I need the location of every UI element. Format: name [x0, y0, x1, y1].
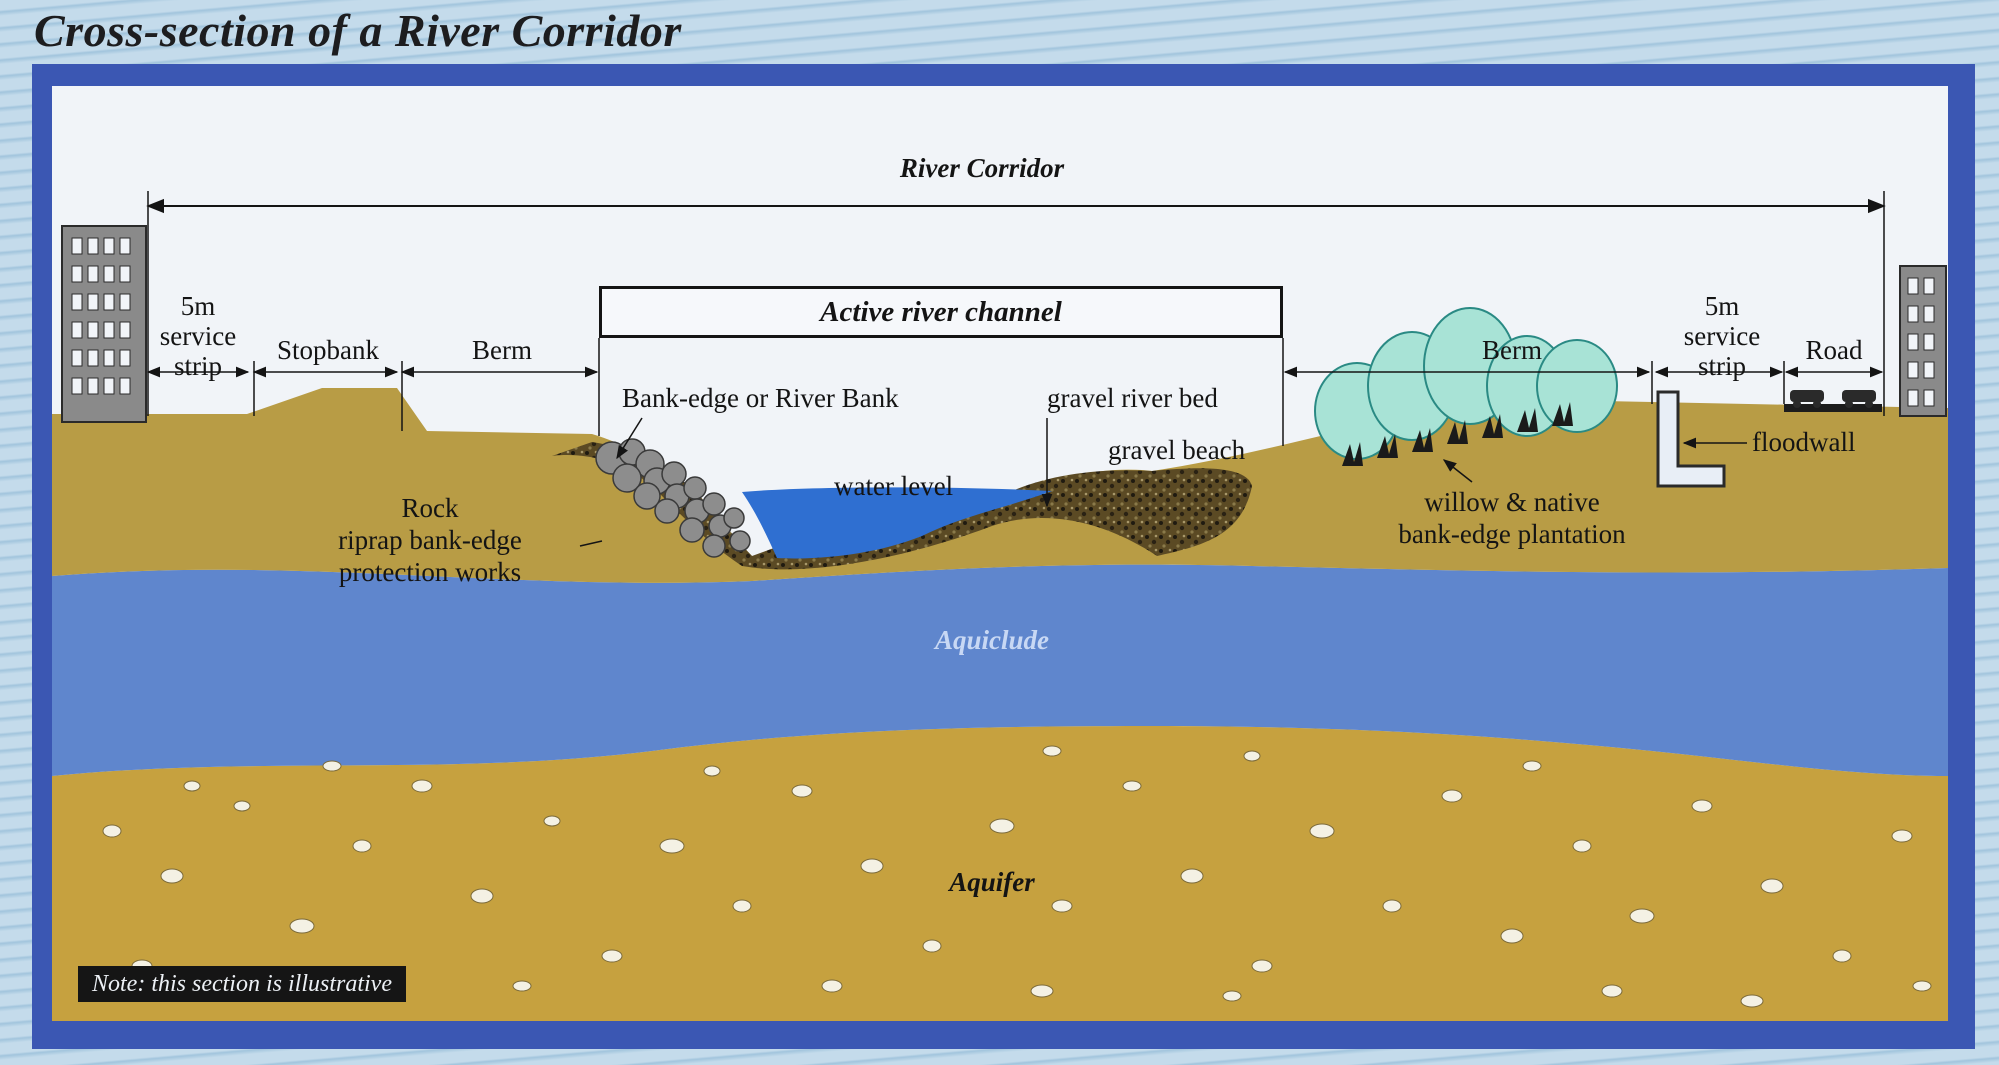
berm-right-label: Berm: [1482, 335, 1542, 365]
service-strip-left-label: 5m service strip: [159, 291, 237, 381]
floodwall-shape: [1656, 390, 1726, 488]
willow-plantation-label: willow & native bank-edge plantation: [1398, 487, 1626, 549]
gravel-bed: [552, 442, 1252, 570]
soil-layer: [52, 388, 1948, 583]
car-icon: [1790, 390, 1876, 408]
water-area: [742, 487, 1052, 559]
illustrative-note: Note: this section is illustrative: [78, 966, 406, 1002]
bank-edge-pointer: [616, 417, 643, 460]
gravel-river-bed-label: gravel river bed: [1047, 383, 1218, 413]
floodwall-label: floodwall: [1752, 427, 1856, 457]
diagram-panel: River Corridor Active river channel 5m s…: [52, 86, 1948, 1021]
service-strip-right-label: 5m service strip: [1683, 291, 1761, 381]
road-label: Road: [1805, 335, 1863, 365]
plantation-shrubs: [1342, 402, 1573, 466]
water-level-label: water level: [834, 471, 954, 501]
active-channel-label: Active river channel: [599, 286, 1283, 338]
riprap-pointer: [579, 540, 603, 547]
aquiclude-layer: [52, 564, 1948, 776]
river-corridor-label: River Corridor: [899, 153, 1065, 183]
building-icon: [1899, 265, 1947, 417]
gravel-beach-label: gravel beach: [1108, 435, 1246, 465]
stopbank-label: Stopbank: [276, 335, 379, 365]
cross-section-drawing: [52, 86, 1948, 1021]
building-icon: [61, 225, 147, 423]
aquifer-layer: [52, 726, 1948, 1021]
bank-edge-label: Bank-edge or River Bank: [622, 383, 899, 413]
plantation-pointer: [1442, 459, 1473, 483]
diagram-title: Cross-section of a River Corridor: [34, 5, 682, 56]
aquiclude-label: Aquiclude: [934, 625, 1049, 655]
aquifer-label: Aquifer: [949, 867, 1035, 897]
berm-left-label: Berm: [472, 335, 532, 365]
tree-icon: [1314, 307, 1618, 460]
aquifer-pebbles: [102, 745, 1932, 1008]
road-surface: [1784, 404, 1882, 412]
rock-riprap-label: Rock riprap bank-edge protection works: [338, 493, 522, 587]
